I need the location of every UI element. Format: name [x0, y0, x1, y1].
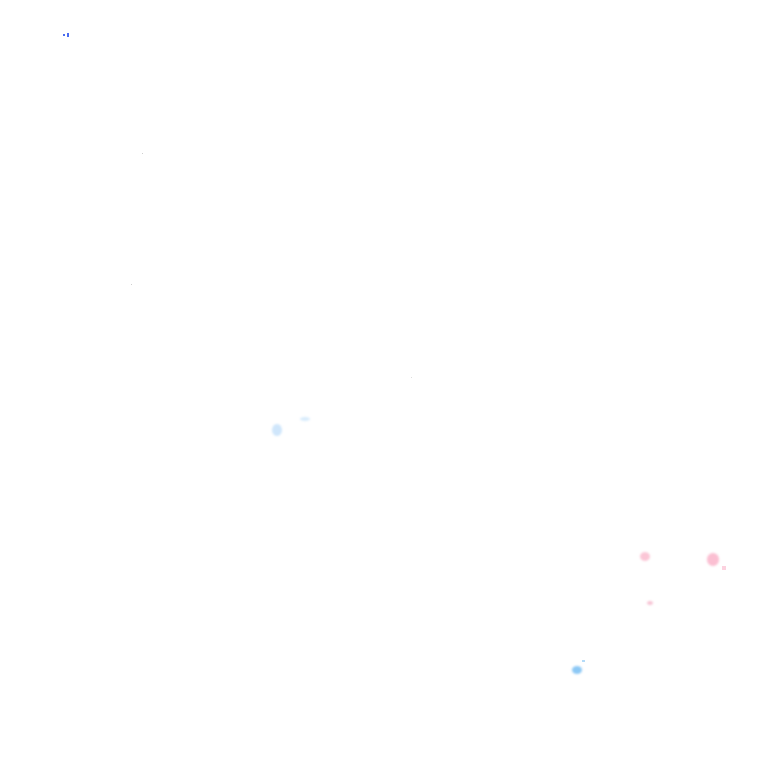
gray-speck-1: [142, 153, 143, 154]
light-blue-smudge: [272, 424, 282, 436]
gray-speck-3: [411, 377, 412, 378]
blue-dot-small: [582, 660, 585, 662]
blue-speck-b: [67, 33, 69, 37]
blue-speck-a: [63, 34, 65, 36]
pink-shape-left: [640, 552, 650, 561]
pink-dot-small: [647, 601, 653, 605]
pink-dot-right: [722, 566, 726, 570]
light-blue-dots: [300, 417, 310, 421]
blue-blob: [572, 666, 582, 674]
pink-shape-right: [707, 553, 719, 566]
gray-speck-2: [131, 284, 132, 285]
